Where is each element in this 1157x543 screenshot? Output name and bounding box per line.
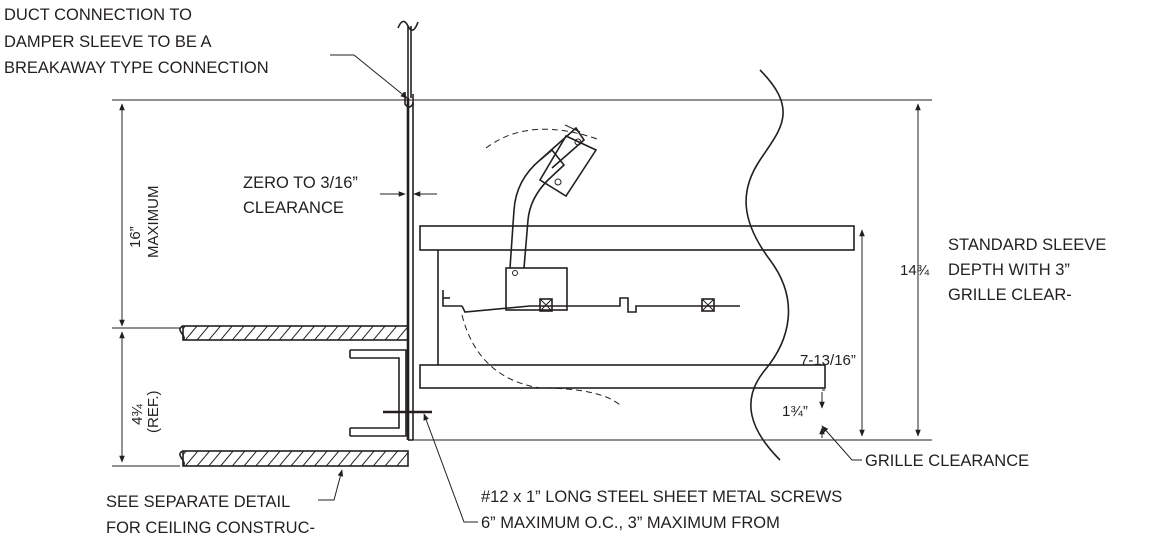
duct-connection-leader [330, 54, 408, 99]
break-line [745, 69, 790, 461]
grille-clearance-note: GRILLE CLEARANCE [865, 452, 1029, 470]
sleeve-wall [406, 98, 414, 441]
damper-mechanism [442, 267, 740, 313]
duct-connection-line-3: BREAKAWAY TYPE CONNECTION [4, 59, 269, 77]
max-height-value: 16” [127, 226, 144, 248]
duct-connection-line-2: DAMPER SLEEVE TO BE A [4, 33, 212, 51]
clearance-note: ZERO TO 3/16” CLEARANCE [243, 174, 358, 217]
ceiling-dimension-label: (REF.) [145, 391, 162, 434]
screws-line-1: #12 x 1” LONG STEEL SHEET METAL SCREWS [481, 488, 842, 506]
ceiling-detail-line-2: FOR CEILING CONSTRUC- [106, 519, 315, 537]
standard-sleeve-line-3: GRILLE CLEAR- [948, 286, 1072, 304]
screws-line-2: 6” MAXIMUM O.C., 3” MAXIMUM FROM [481, 514, 780, 532]
clearance-line-1: ZERO TO 3/16” [243, 174, 358, 192]
clearance-line-2: CLEARANCE [243, 199, 344, 217]
grille-clearance-leader [821, 425, 862, 461]
ceiling-dimension: 4¾ (REF.) [112, 331, 180, 467]
sleeve-depth-value: 14¾ [900, 262, 930, 279]
max-height-dimension: 16” MAXIMUM [112, 99, 412, 329]
ceiling-detail-note: SEE SEPARATE DETAIL FOR CEILING CONSTRUC… [106, 493, 315, 537]
screws-note: #12 x 1” LONG STEEL SHEET METAL SCREWS 6… [481, 488, 842, 532]
damper-depth-dimension: 7-13/16” [800, 229, 865, 437]
standard-sleeve-note: STANDARD SLEEVE DEPTH WITH 3” GRILLE CLE… [948, 236, 1106, 304]
breakaway-connection [397, 20, 419, 108]
standard-sleeve-line-1: STANDARD SLEEVE [948, 236, 1106, 254]
duct-connection-line-1: DUCT CONNECTION TO [4, 6, 192, 24]
blade-swing-arc [461, 314, 621, 406]
max-height-label: MAXIMUM [145, 186, 162, 259]
duct-connection-note: DUCT CONNECTION TO DAMPER SLEEVE TO BE A… [4, 6, 269, 77]
damper-depth-value: 7-13/16” [800, 352, 856, 369]
ceiling-detail-leader [318, 469, 344, 501]
grille-gap-dimension: 1¾” [782, 389, 825, 438]
damper-frame [419, 225, 855, 389]
sleeve-depth-dimension: 14¾ [900, 103, 930, 437]
grille-gap-value: 1¾” [782, 403, 808, 420]
screws-leader [423, 413, 478, 523]
arm-swing-arc [485, 128, 601, 149]
fusible-link-arm [509, 124, 598, 269]
ceiling-dimension-value: 4¾ [129, 404, 146, 425]
ceiling-detail-line-1: SEE SEPARATE DETAIL [106, 493, 290, 511]
ceiling-construction [179, 325, 409, 467]
mounting-channel [349, 349, 407, 437]
standard-sleeve-line-2: DEPTH WITH 3” [948, 261, 1070, 279]
